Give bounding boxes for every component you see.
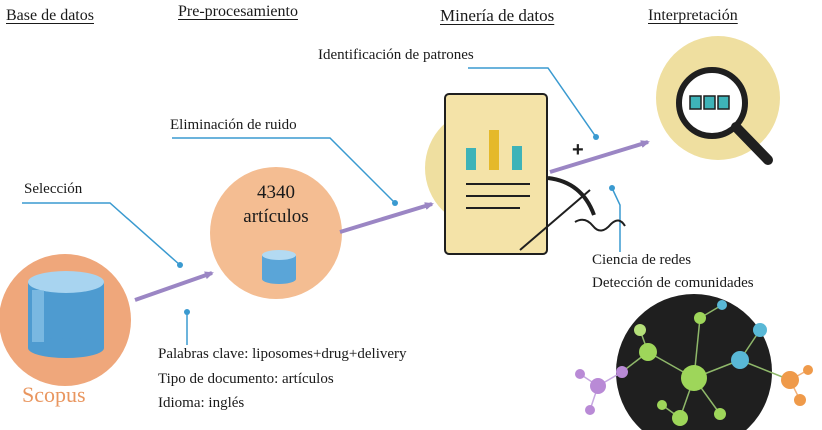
leader-selection <box>22 202 181 266</box>
arrow-mining-to-interpretation <box>549 140 650 174</box>
leader-noise <box>172 137 396 204</box>
method-community-detection: Detección de comunidades <box>592 275 754 291</box>
leader-dot-methods <box>609 185 615 191</box>
network-graph-icon <box>575 294 813 430</box>
articles-circle <box>210 167 342 299</box>
selection-label: Selección <box>24 181 83 197</box>
stage-preprocessing: Pre-procesamiento <box>178 3 298 20</box>
criteria-language: Idioma: inglés <box>158 395 245 411</box>
method-network-science: Ciencia de redes <box>592 252 692 268</box>
stage-interpretation: Interpretación <box>648 7 738 24</box>
scopus-label: Scopus <box>22 382 86 407</box>
criteria-keywords: Palabras clave: liposomes+drug+delivery <box>158 346 407 362</box>
criteria-document-type: Tipo de documento: artículos <box>158 371 334 387</box>
leader-patterns <box>468 67 597 138</box>
article-unit: artículos <box>243 206 309 227</box>
leader-dot-noise <box>392 200 398 206</box>
report-icon <box>425 93 548 255</box>
noise-removal-label: Eliminación de ruido <box>170 117 297 133</box>
pickaxe-icon <box>519 176 626 251</box>
stage-database: Base de datos <box>6 7 94 24</box>
pattern-identification-label: Identificación de patrones <box>318 47 474 63</box>
leader-dot-selection <box>177 262 183 268</box>
arrow-scopus-to-preprocessing <box>134 271 214 302</box>
magnifier-icon <box>656 36 780 165</box>
scopus-database-icon <box>0 254 131 386</box>
leader-network-methods <box>611 187 621 252</box>
article-count: 4340 <box>257 182 295 203</box>
plus-sign: + <box>572 139 584 161</box>
leader-dot-criteria <box>184 309 190 315</box>
stage-mining: Minería de datos <box>440 6 555 25</box>
arrow-preprocessing-to-mining <box>339 202 434 234</box>
leader-dot-patterns <box>593 134 599 140</box>
